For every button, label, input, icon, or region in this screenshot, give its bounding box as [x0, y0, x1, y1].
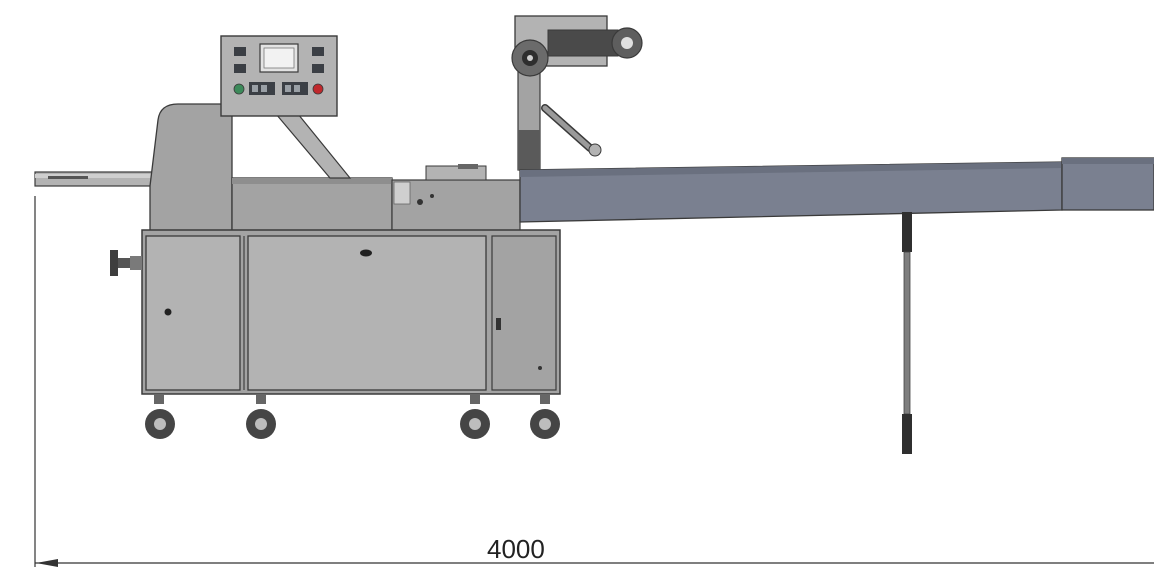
- control-panel: [220, 35, 338, 117]
- outfeed-conveyor: [519, 157, 1154, 223]
- conveyor-support-leg: [902, 212, 912, 454]
- wheels: [145, 394, 560, 439]
- infeed-rail: [34, 171, 161, 187]
- control-panel-arm: [274, 113, 352, 179]
- main-housing: [149, 103, 393, 233]
- lower-cabinet: [110, 229, 561, 395]
- sealing-unit: [391, 164, 521, 233]
- dimension-line: [34, 196, 1154, 567]
- dimension-label: 4000: [487, 534, 545, 564]
- film-reel-unit: [511, 15, 643, 171]
